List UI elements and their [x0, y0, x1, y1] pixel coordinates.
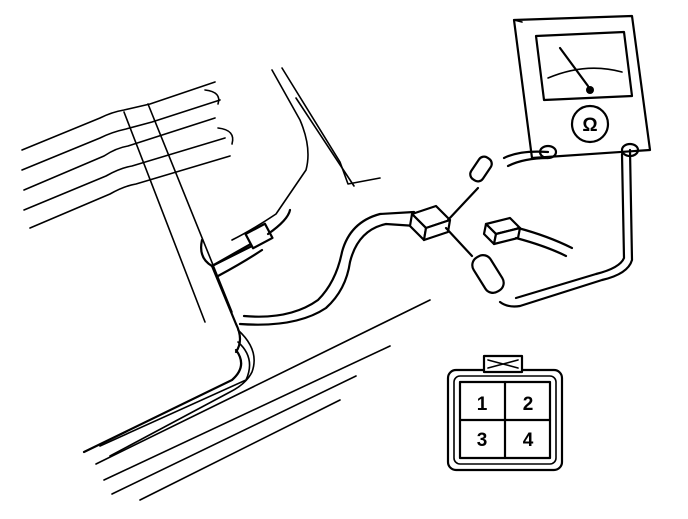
disconnected-connector-icon: [482, 216, 574, 258]
meter-needle: [558, 46, 590, 88]
inline-connector-icon: [244, 222, 274, 250]
body-panel: [21, 67, 431, 501]
probe-icon[interactable]: [469, 252, 507, 297]
ohm-symbol: Ω: [582, 115, 597, 136]
terminal-3-label: 3: [477, 430, 488, 451]
connector-face-view: 1 2 3 4: [446, 354, 564, 472]
terminal-1-label: 1: [477, 394, 488, 415]
wiring-harness: [210, 208, 418, 326]
ohmmeter: Ω: [512, 14, 652, 160]
ohm-selector-icon: [570, 104, 610, 144]
harness-connector[interactable]: [408, 204, 452, 242]
terminal-4-label: 4: [523, 430, 534, 451]
probe-icon[interactable]: [468, 154, 494, 183]
terminal-2-label: 2: [523, 394, 534, 415]
meter-dial: [534, 30, 634, 102]
test-leads: [444, 148, 634, 308]
